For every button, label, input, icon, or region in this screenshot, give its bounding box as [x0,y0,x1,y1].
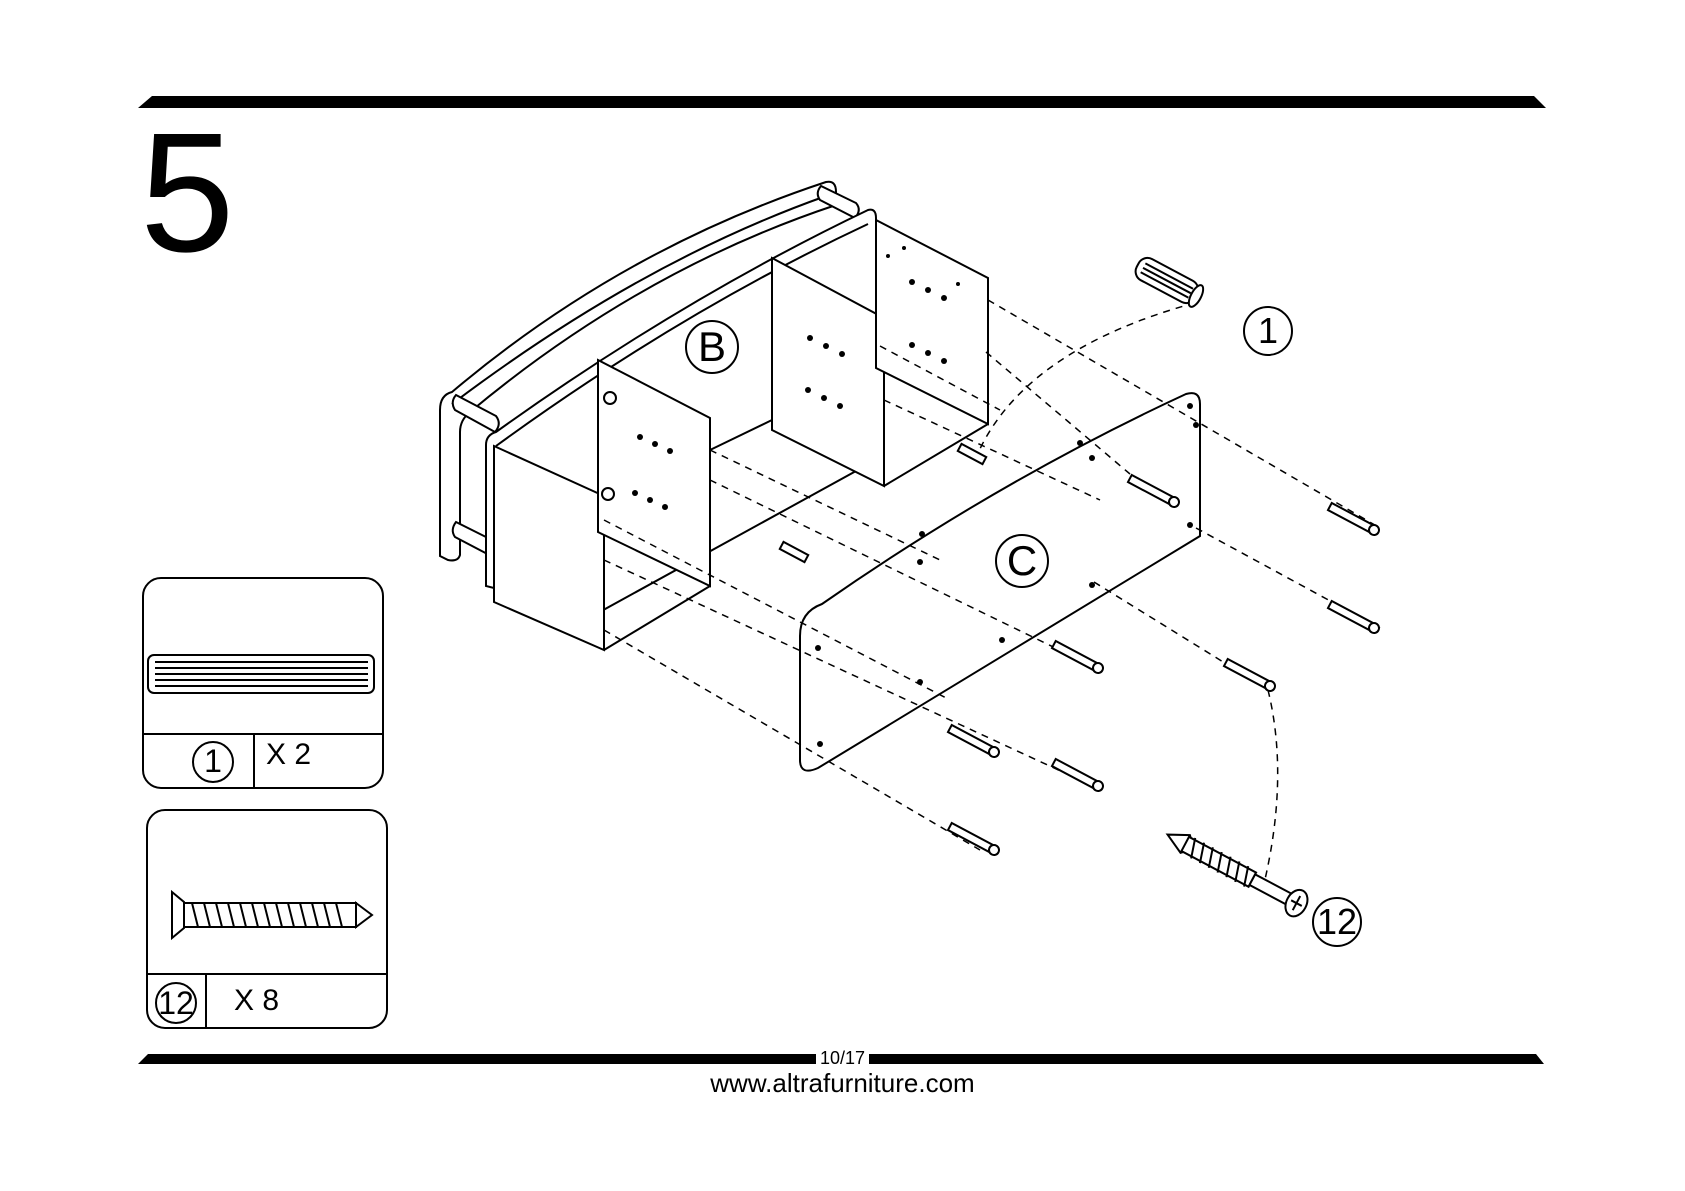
page-number: 10/17 [0,1048,1685,1068]
panel-b-label: B [686,326,738,368]
part-12-id: 12 [154,987,198,1019]
part-1-quantity: X 2 [266,740,311,770]
page-number-text: 10/17 [816,1048,869,1068]
wooden-dowel-icon [148,655,374,693]
footer-url[interactable]: www.altrafurniture.com [0,1068,1685,1098]
part-1-id: 1 [193,745,233,777]
screw-callout-drawing [1161,822,1312,920]
panel-c-label: C [996,540,1048,582]
part-12-quantity: X 8 [234,986,279,1016]
dowel-callout-label: 1 [1244,313,1292,349]
dowel-callout-drawing [1132,254,1206,309]
screw-icon [172,892,372,938]
top-rule [138,96,1546,108]
screw-callout-label: 12 [1309,904,1365,940]
step-number: 5 [140,108,235,278]
